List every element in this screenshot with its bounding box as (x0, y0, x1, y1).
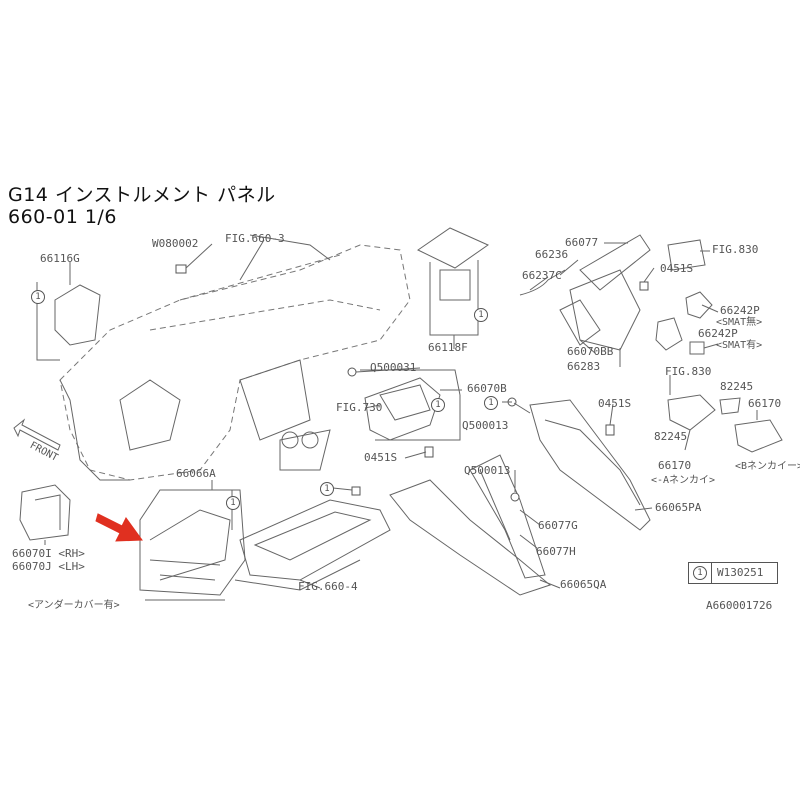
label-66170-b: 66170 (658, 459, 692, 472)
legend-divider (711, 563, 712, 583)
fasteners (175, 264, 649, 502)
diagram-id: A660001726 (706, 599, 773, 612)
clip-q500013-b (510, 492, 520, 502)
label-82245-a: 82245 (720, 380, 754, 393)
label-66070i: 66070I <RH> (12, 547, 85, 560)
screw-0451s-c (605, 424, 615, 436)
callout-symbol: 1 (31, 290, 45, 304)
label-66116g: 66116G (40, 252, 80, 265)
part-66077G-66077H (469, 454, 546, 579)
clip-glovebox (351, 486, 361, 496)
label-fig660-3: FIG.660-3 (225, 232, 285, 245)
clip-w080002 (175, 264, 187, 274)
callout-symbol: 1 (484, 396, 498, 410)
label-66170-a: 66170 (748, 397, 782, 410)
pointer-arrow (95, 513, 143, 542)
legend-code: W130251 (717, 566, 764, 579)
label-0451s-b: 0451S (598, 397, 632, 410)
label-b-nenkai: <Bネンカイー> (735, 461, 800, 472)
instrument-panel-body (59, 234, 411, 481)
callout-symbol: 1 (226, 496, 240, 510)
label-q500013-a: Q500013 (462, 419, 509, 432)
part-66065PA (529, 399, 651, 531)
diagram-page: 660-01 1/6 (8, 206, 117, 228)
part-66066A (139, 489, 246, 601)
label-66237c: 66237C (522, 269, 562, 282)
label-66066a: 66066A (176, 467, 216, 480)
label-66242p-a: 66242P (720, 304, 760, 317)
screw-0451s-a (639, 281, 649, 291)
clip-q500031 (347, 367, 357, 377)
label-fig830-top: FIG.830 (712, 243, 759, 256)
label-66065pa: 66065PA (655, 501, 702, 514)
label-0451s-a: 0451S (660, 262, 694, 275)
callout-symbol: 1 (474, 308, 488, 322)
label-fig730: FIG.730 (336, 401, 383, 414)
label-66077: 66077 (565, 236, 599, 249)
part-82245 (667, 394, 741, 431)
label-66065qa: 66065QA (560, 578, 607, 591)
label-smat-yes: <SMAT有> (716, 340, 763, 351)
part-66116G (36, 282, 101, 361)
label-smat-none: <SMAT無> (716, 317, 763, 328)
label-under-cover: <アンダーカバー有> (28, 600, 120, 611)
front-arrow (13, 418, 61, 451)
label-q500031: Q500031 (370, 361, 417, 374)
label-0451s-c: 0451S (364, 451, 398, 464)
part-66170 (734, 419, 783, 453)
leader-lines (44, 239, 758, 589)
label-w080002: W080002 (152, 237, 199, 250)
part-66065QA (389, 479, 552, 596)
callout-symbol: 1 (320, 482, 334, 496)
label-a-nenkai: <-Aネンカイ> (651, 475, 716, 486)
label-q500013-b: Q500013 (464, 464, 511, 477)
meter-hood-group (519, 234, 713, 355)
label-66077g: 66077G (538, 519, 578, 532)
part-66070B-area (360, 369, 461, 441)
label-82245-b: 82245 (654, 430, 688, 443)
diagram-title: G14 インストルメント パネル (8, 184, 276, 206)
label-66118f: 66118F (428, 341, 468, 354)
legend-symbol: 1 (693, 566, 707, 580)
part-66070I-66070J (19, 484, 71, 541)
label-66070b: 66070B (467, 382, 507, 395)
label-66070bb: 66070BB (567, 345, 614, 358)
label-66077h: 66077H (536, 545, 576, 558)
screw-0451s-b (424, 446, 434, 458)
label-66236: 66236 (535, 248, 569, 261)
callout-symbol: 1 (431, 398, 445, 412)
glove-box (234, 499, 391, 591)
label-66070j: 66070J <LH> (12, 560, 85, 573)
legend-box: 1 W130251 (688, 562, 778, 584)
label-66283: 66283 (567, 360, 601, 373)
label-66242p-b: 66242P (698, 327, 738, 340)
label-fig830-mid: FIG.830 (665, 365, 712, 378)
label-fig660-4: FIG.660-4 (298, 580, 358, 593)
